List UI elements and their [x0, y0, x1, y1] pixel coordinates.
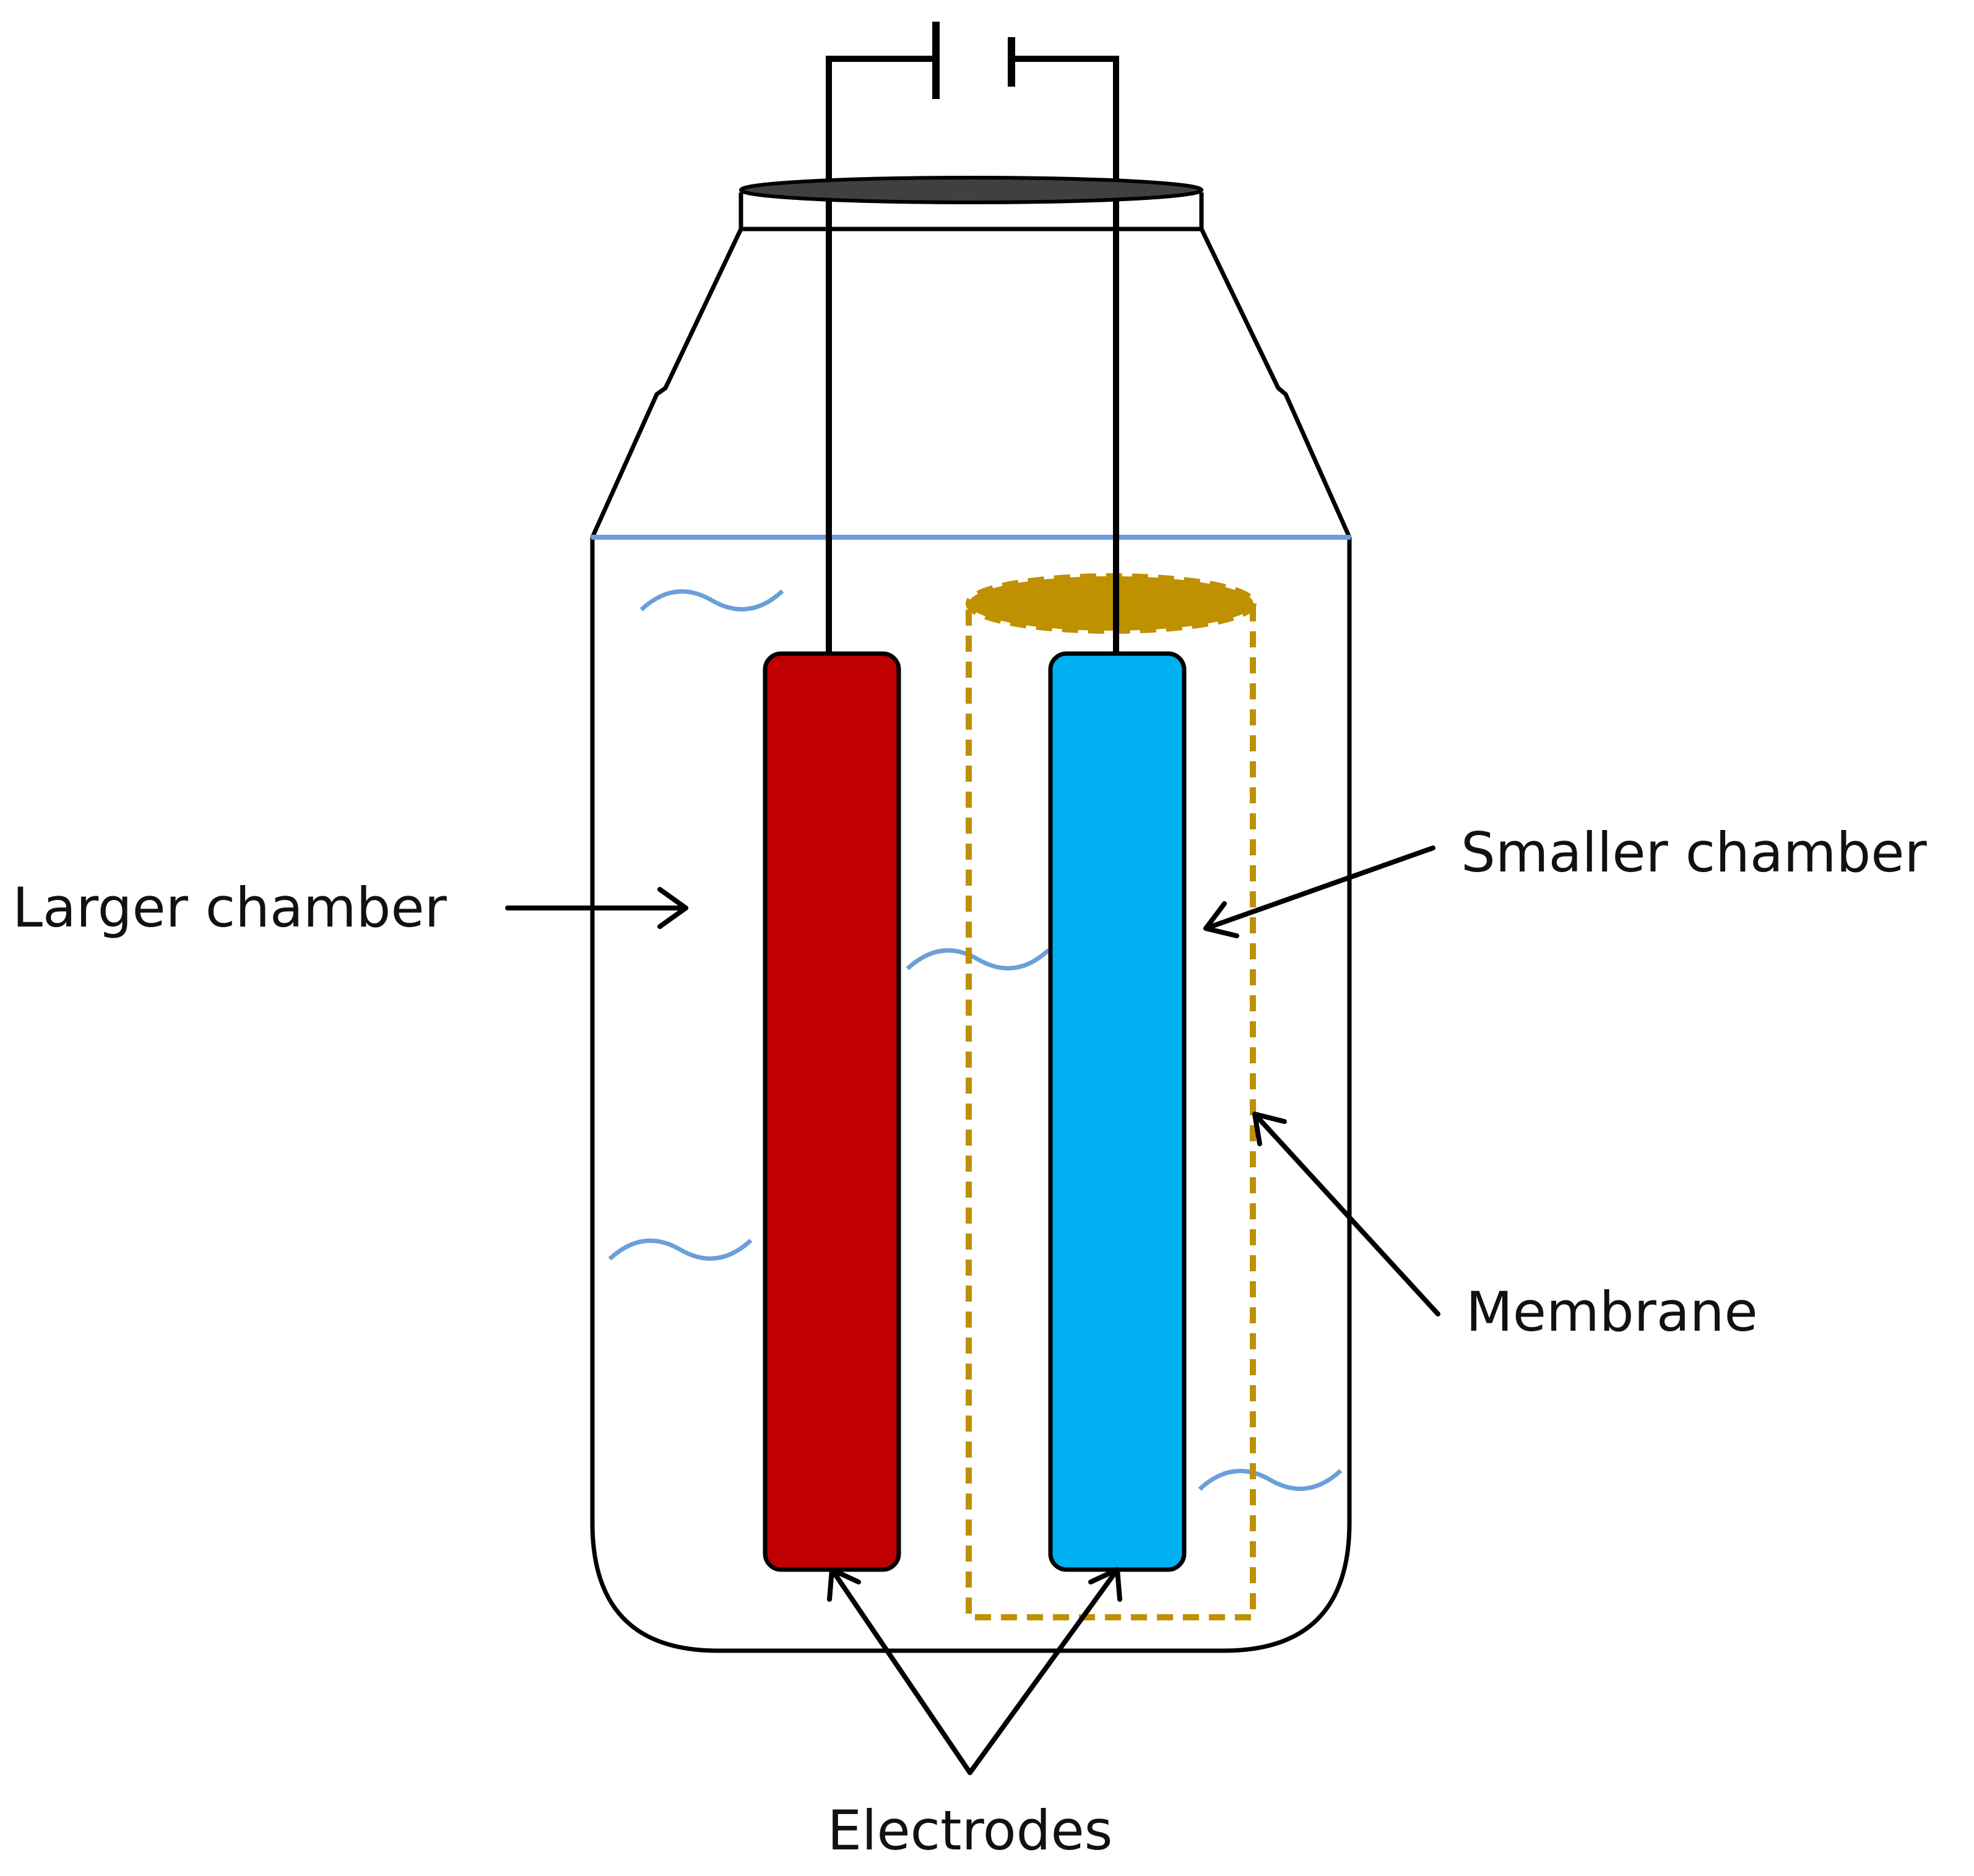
jar-lid: [739, 176, 1203, 204]
red-electrode: [763, 651, 901, 1572]
ripple: [1198, 1469, 1343, 1491]
ripple: [608, 1238, 753, 1261]
membrane-wall: [966, 600, 1256, 1620]
smaller-chamber-arrowhead: [1203, 901, 1239, 938]
jar-shoulder-right: [1199, 228, 1352, 538]
right-wire: [1011, 56, 1119, 654]
jar-shoulder-left: [590, 228, 743, 538]
ripple: [906, 948, 1050, 970]
jar-body: [590, 537, 1352, 1653]
membrane: [966, 573, 1257, 1620]
electrodes-arrowhead-right: [1088, 1567, 1122, 1602]
electrodes-arrow-right: [968, 1567, 1120, 1775]
larger-chamber-label: Larger chamber: [12, 876, 448, 940]
water-ripples: [608, 589, 1343, 1491]
blue-electrode: [1048, 651, 1187, 1572]
electrodes-arrowhead-left: [827, 1567, 861, 1602]
power-source: [826, 22, 1119, 654]
smaller-chamber-label: Smaller chamber: [1461, 821, 1928, 884]
electrodes-label: Electrodes: [827, 1799, 1112, 1862]
membrane-arrow: [1252, 1112, 1440, 1316]
membrane-label: Membrane: [1466, 1280, 1758, 1344]
pointer-arrows: [505, 845, 1440, 1775]
ripple: [639, 589, 784, 612]
jar-neck: [738, 192, 1204, 231]
membrane-arrowhead: [1252, 1112, 1287, 1146]
left-wire: [826, 56, 936, 654]
smaller-chamber-arrow: [1203, 845, 1435, 931]
jar-outline: [590, 192, 1352, 1653]
larger-chamber-arrowhead: [657, 887, 688, 929]
electrodes-arrow-left: [829, 1567, 972, 1775]
